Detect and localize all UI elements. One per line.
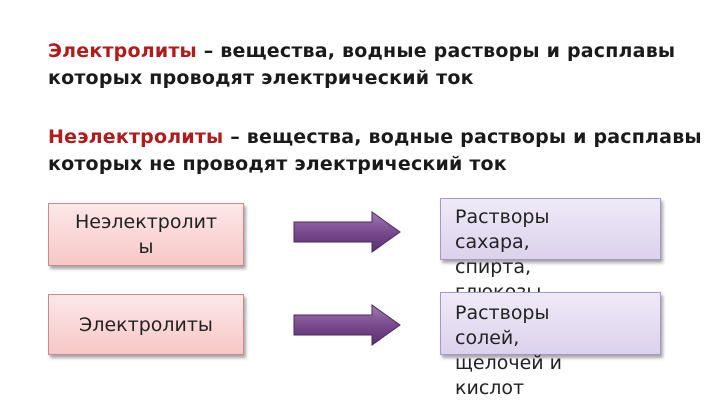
definition-electrolytes-text: – вещества, водные растворы и расплавы к… xyxy=(48,40,676,89)
definition-electrolytes: Электролиты – вещества, водные растворы … xyxy=(48,38,708,92)
box-solutions-sugar-label: Растворы сахара, спирта, глюкозы xyxy=(455,206,550,303)
arrow-right-icon xyxy=(293,304,401,346)
box-solutions-salts-label: Растворы солей, щелочей и кислот xyxy=(455,302,563,399)
term-electrolytes: Электролиты xyxy=(48,40,197,62)
box-electrolytes: Электролиты xyxy=(48,294,244,355)
arrow-right-icon xyxy=(293,211,401,253)
definition-non-electrolytes-text: – вещества, водные растворы и расплавы к… xyxy=(48,126,702,175)
box-solutions-salts: Растворы солей, щелочей и кислот xyxy=(440,292,661,399)
box-electrolytes-label: Электролиты xyxy=(79,314,213,336)
box-non-electrolytes-label: Неэлектролиты xyxy=(74,211,218,258)
box-solutions-sugar: Растворы сахара, спирта, глюкозы xyxy=(440,198,661,303)
term-non-electrolytes: Неэлектролиты xyxy=(48,126,224,148)
definition-non-electrolytes: Неэлектролиты – вещества, водные раствор… xyxy=(48,124,708,178)
box-non-electrolytes: Неэлектролиты xyxy=(48,203,244,266)
